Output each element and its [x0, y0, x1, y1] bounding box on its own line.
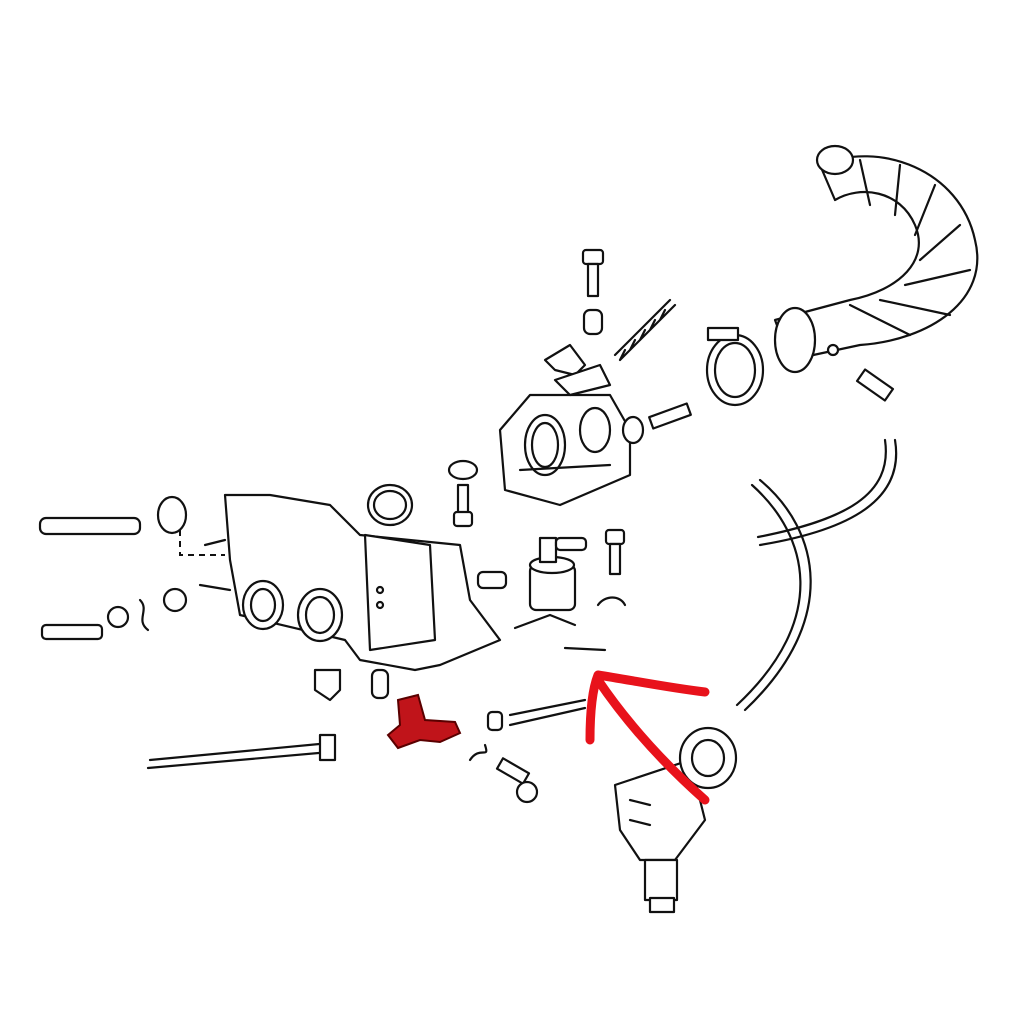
vacuum-fitting [855, 368, 895, 402]
bolts-and-washers [38, 248, 692, 804]
intake-plenum-housing [179, 483, 502, 672]
distributor [613, 726, 738, 914]
vacuum-hose [146, 438, 898, 770]
hose-clamp [705, 326, 765, 407]
air-intake-hose [773, 144, 979, 374]
highlighted-bracket [386, 693, 462, 750]
throttle-return-spring [613, 298, 677, 362]
throttle-body [498, 343, 632, 507]
annotation-arrow [585, 670, 710, 805]
fuel-filter-canister [513, 536, 607, 652]
small-brackets [313, 668, 504, 762]
